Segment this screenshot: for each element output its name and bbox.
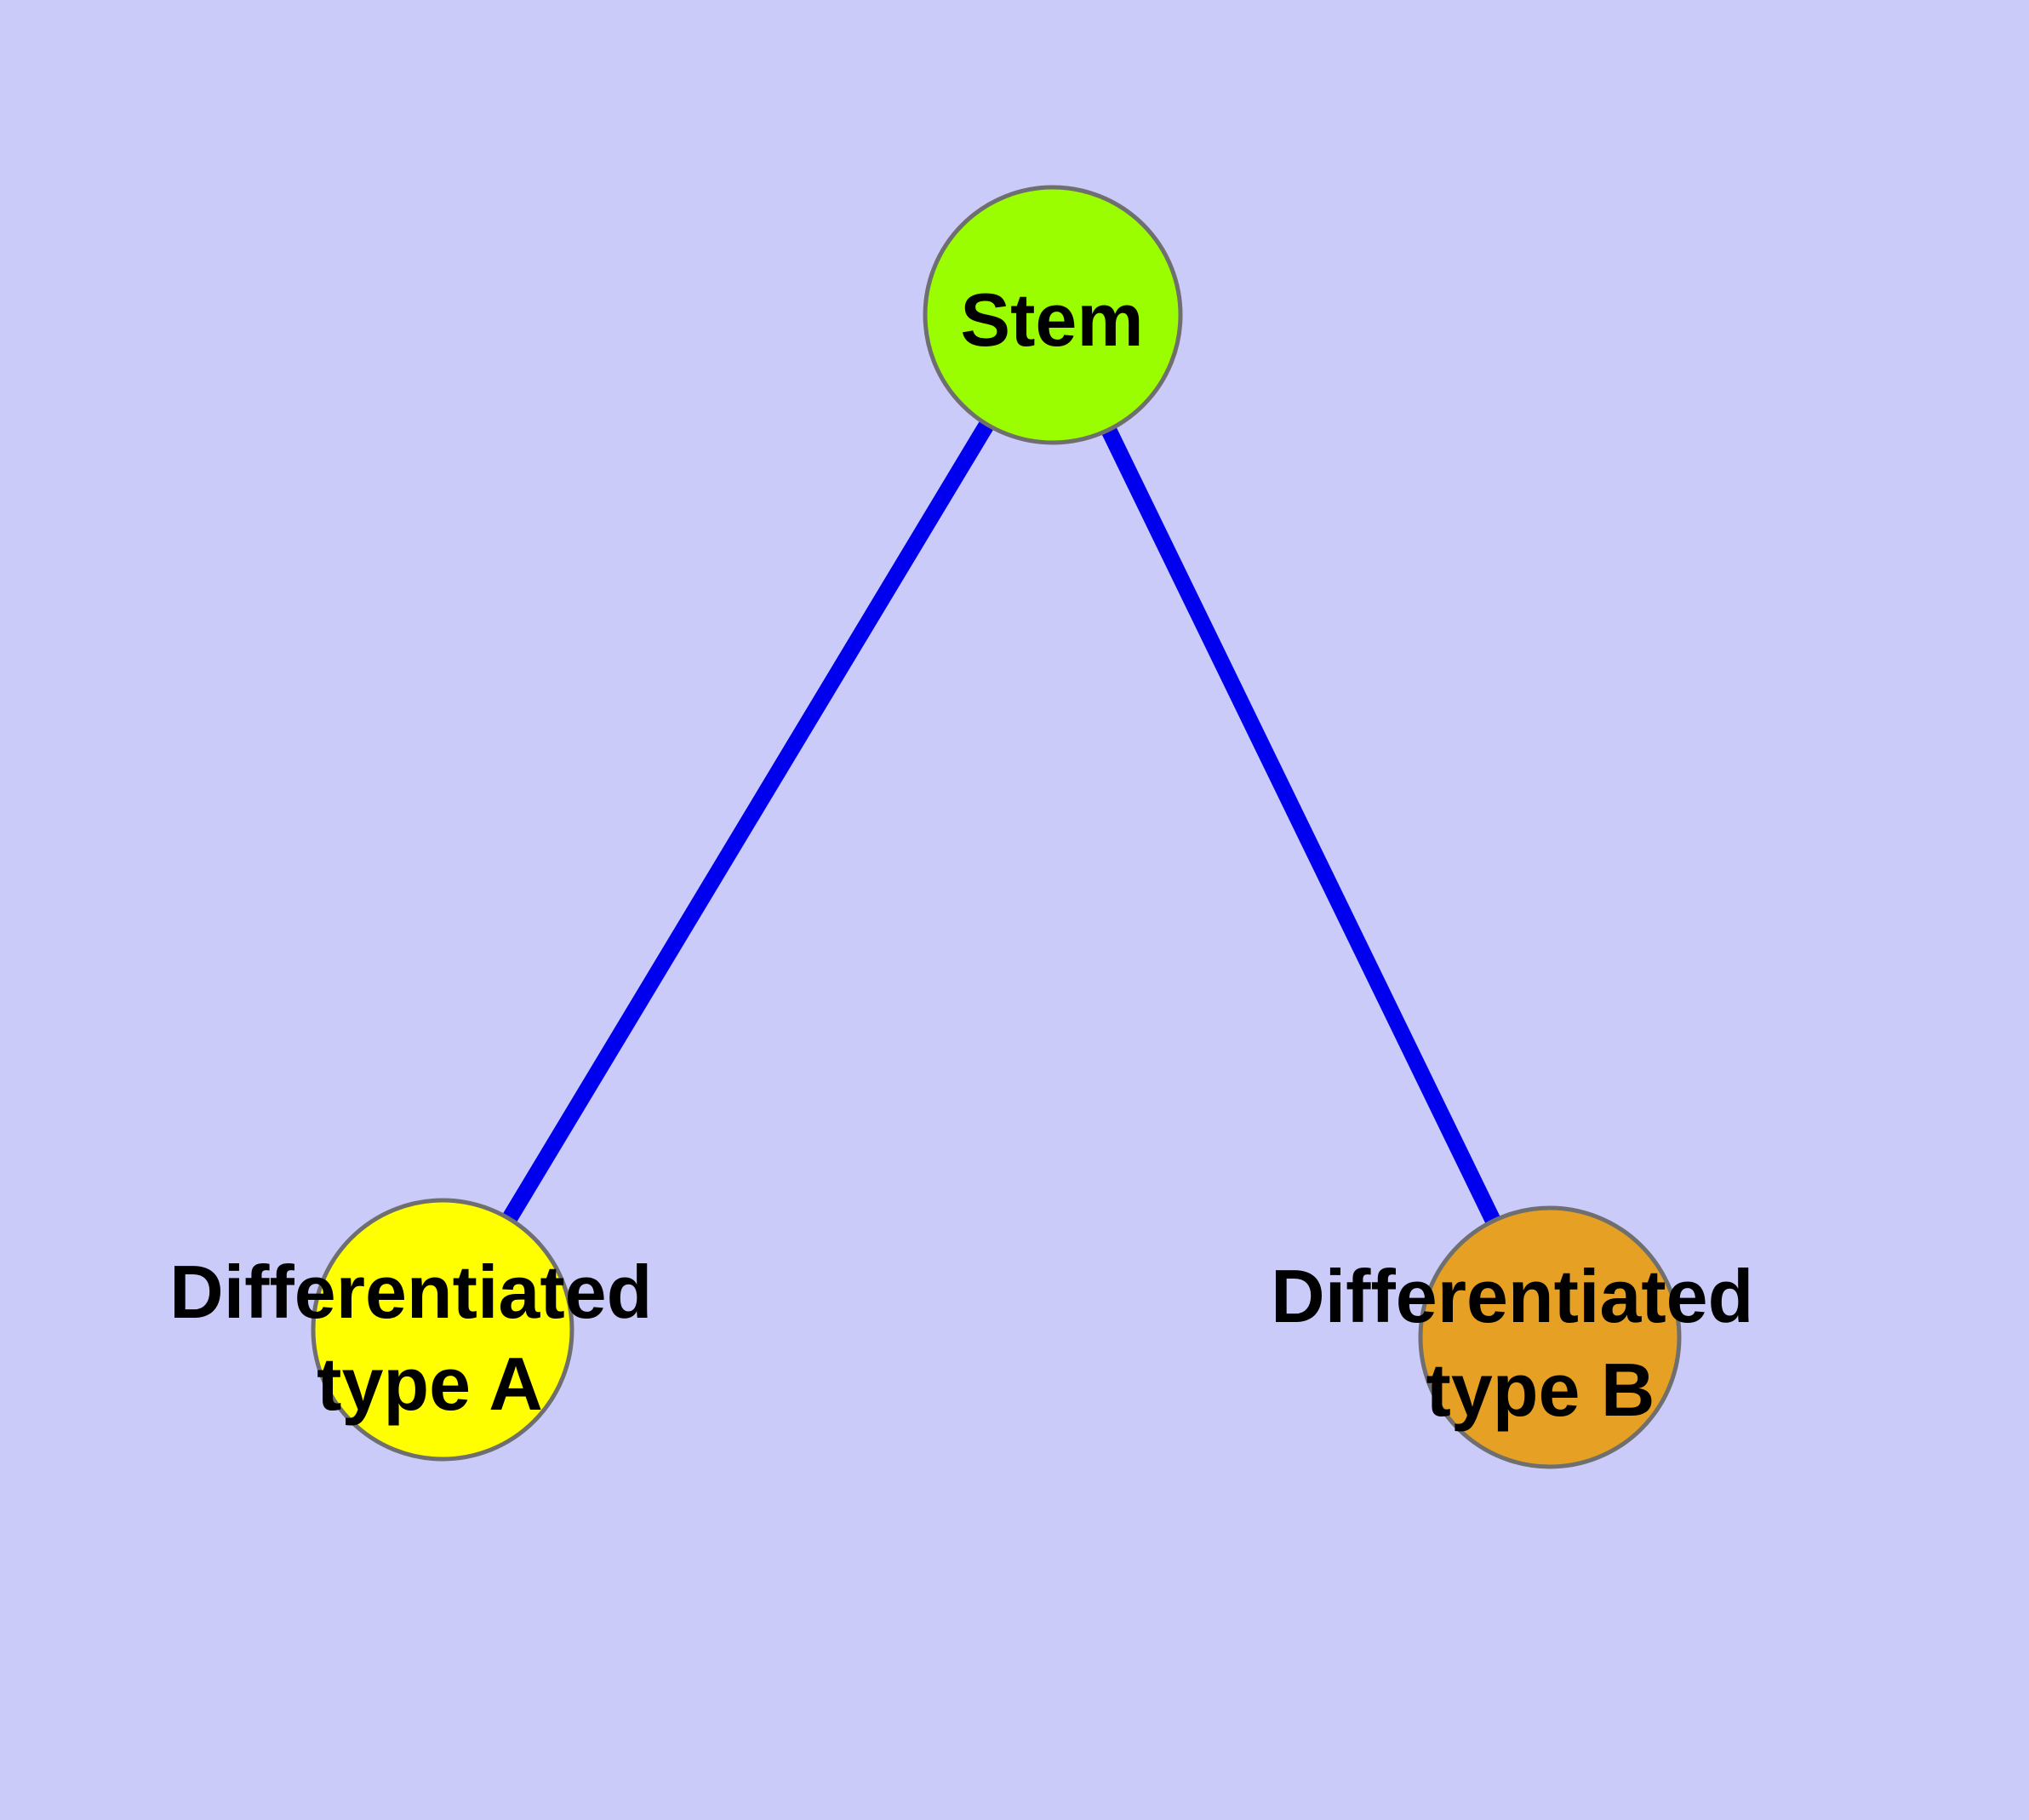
- node-type-b-label: Differentiated type B: [1271, 1254, 1775, 1432]
- node-stem-label: Stem: [960, 278, 1143, 362]
- node-type-b-label-line1: Differentiated: [1271, 1254, 1753, 1338]
- node-type-a-label-line1: Differentiated: [169, 1250, 652, 1334]
- node-differentiated-type-b: [1418, 1205, 1682, 1469]
- node-type-a-label: Differentiated type A: [169, 1250, 673, 1426]
- node-stem: [923, 185, 1183, 445]
- edge-stem-to-type-b: [1045, 311, 1557, 1342]
- node-differentiated-type-a: [311, 1198, 574, 1462]
- edge-stem-to-type-a: [435, 311, 1060, 1334]
- node-type-b-label-line2: type B: [1426, 1348, 1655, 1432]
- node-type-a-label-line2: type A: [317, 1342, 543, 1426]
